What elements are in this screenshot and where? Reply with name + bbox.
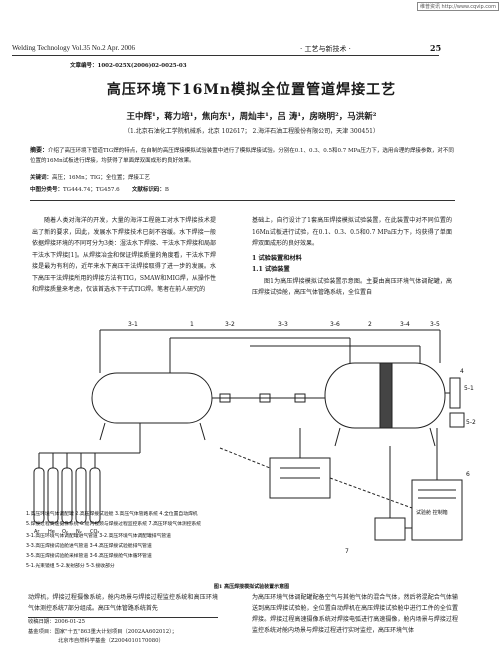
section-heading-1: 1 试验装置和材料 xyxy=(252,254,302,262)
received-date: 收稿日期：2006-01-25 xyxy=(28,619,86,625)
doc-code-label: 文献标识码： xyxy=(131,187,165,193)
callout: 3-1 xyxy=(128,321,138,328)
legend-line: 5.焊接过程高速摄像系统 6.舱内视频与焊接过程监控系统 7.高压环境气体测控系… xyxy=(26,520,201,527)
callout: 1 xyxy=(190,321,194,328)
legend-line: 1.高压环境气体调配罐 2.高压焊接试验舱 3.高压气体管路系统 4.全位置自动… xyxy=(26,510,198,517)
valve xyxy=(259,393,271,403)
callout: 3-5 xyxy=(430,321,440,328)
doc-code-text: B xyxy=(164,187,169,193)
body-bottom-right: 为高压环境气体调配罐配备空气与其他气体的混合气体，然后将混配合气体输送到高压焊接… xyxy=(252,594,458,634)
abstract-rule xyxy=(30,200,455,201)
camera-optics xyxy=(449,377,461,409)
footnote: 收稿日期：2006-01-25 基金项目：国家"十五"863重大计划项目（200… xyxy=(28,618,228,647)
camera-emitter xyxy=(449,412,465,428)
legend-line: 5-1.光束镜组 5-2.发射部分 5-3.接收部分 xyxy=(26,562,115,569)
section-heading-1-1: 1.1 试验装置 xyxy=(252,266,290,273)
intro-paragraph: 随着人类对海洋的开发，大量的海洋工程施工对水下焊接技术提出了新的要求，因此，发展… xyxy=(32,217,216,293)
callout: 5-2 xyxy=(466,419,476,426)
monitor-box xyxy=(374,517,406,541)
page-number: 25 xyxy=(430,43,442,53)
affiliation: （1.北京石油化工学院机械系，北京 102617； 2.海洋石油工程股份有限公司… xyxy=(124,128,379,135)
callout: 3-6 xyxy=(330,321,340,328)
callout: 5-1 xyxy=(464,385,474,392)
body-bottom-left: 动焊机，焊接过程摄像系统，舱内场景与焊接过程监控系统和高压环境气体测控系统7部分… xyxy=(28,594,218,612)
callout: 2 xyxy=(368,321,372,328)
control-box-label: 试验舱 控制箱 xyxy=(416,509,448,516)
header-rule xyxy=(12,55,439,56)
fund-line-2: 北京市自然科学基金（Z2004010170080） xyxy=(58,638,164,644)
legend-line: 3-5.高压焊接试验舱采样管道 3-6.高压焊接舱气体循环管道 xyxy=(26,552,152,559)
callout: 6 xyxy=(466,471,470,478)
figure-caption: 图1 高压焊接模拟试验装置示意图 xyxy=(213,584,290,590)
keywords-label: 关键词： xyxy=(30,175,53,181)
mixing-tank xyxy=(91,372,213,424)
callout: 3-3 xyxy=(278,321,288,328)
author-list: 王中辉¹，蒋力培¹，焦向东¹，周灿丰¹，吕 涛¹，房晓明²，马洪新² xyxy=(126,112,377,122)
legend-line: 3-1.高压环境气体调配罐进气管道 3-2.高压环境气体调配罐排气管道 xyxy=(26,532,171,539)
callout: 7 xyxy=(345,548,349,555)
valve xyxy=(294,393,306,403)
apparatus-paragraph: 图1为高压焊接模拟试验装置示意图。主要由高压环境气体调配罐，高压焊接试验舱，高压… xyxy=(252,277,452,297)
chamber-flange xyxy=(379,362,393,429)
callout: 3-2 xyxy=(225,321,235,328)
paper-title: 高压环境下16Mn模拟全位置管道焊接工艺 xyxy=(106,82,397,98)
intro-paragraph-cont: 基础上，自行设计了1套高压焊接模拟试验装置，在此装置中对不同位置的16Mn试板进… xyxy=(252,217,452,247)
body-column-right: 基础上，自行设计了1套高压焊接模拟试验装置，在此装置中对不同位置的16Mn试板进… xyxy=(252,215,452,299)
gas-label: CO₂ xyxy=(90,529,99,535)
footnote-rule xyxy=(28,617,218,618)
keywords-text: 高压；16Mn；TIG；全位置；焊接工艺 xyxy=(52,175,150,181)
fund-line: 基金项目：国家"十五"863重大计划项目（2002AA602012）； xyxy=(28,628,178,635)
callout: 3-4 xyxy=(400,321,410,328)
abstract-text: 介绍了高压环境下管道TIG焊的特点，在自制的高压焊接模拟试验装置中进行了模拟焊接… xyxy=(30,148,454,164)
clc-text: TG444.74；TG457.6 xyxy=(63,187,120,193)
watermark: 维普资讯 http://www.cqvip.com xyxy=(416,2,499,11)
gas-label: Ar xyxy=(34,529,40,535)
gas-cylinders xyxy=(33,423,141,524)
abstract-label: 摘要： xyxy=(30,147,49,154)
keywords: 关键词：高压；16Mn；TIG；全位置；焊接工艺 xyxy=(30,173,150,181)
body-column-left: 随着人类对海洋的开发，大量的海洋工程施工对水下焊接技术提出了新的要求，因此，发展… xyxy=(32,215,216,296)
section-label: · 工艺与新技术 · xyxy=(300,45,351,53)
journal-header: Welding Technology Vol.35 No.2 Apr. 2006 xyxy=(12,44,136,52)
abstract: 摘要：介绍了高压环境下管道TIG焊的特点，在自制的高压焊接模拟试验装置中进行了模… xyxy=(30,146,455,166)
gas-label: N₂ xyxy=(76,529,82,535)
article-number: 文章编号：1002-025X(2006)02-0025-03 xyxy=(70,63,187,69)
apparatus-diagram: 3-1 1 3-2 3-3 3-6 2 3-4 3-5 4 5-1 5-2 6 … xyxy=(26,321,476,569)
classification: 中图分类号：TG444.74；TG457.6 文献标识码：B xyxy=(30,185,169,193)
clc-label: 中图分类号： xyxy=(30,187,64,193)
legend-line: 3-3.高压焊接试验舱进气管道 3-4.高压焊接试验舱排气管道 xyxy=(26,542,152,549)
gas-label: He xyxy=(48,529,55,535)
callout: 4 xyxy=(460,368,464,375)
valve xyxy=(219,393,231,403)
gas-label: O₂ xyxy=(62,529,68,535)
